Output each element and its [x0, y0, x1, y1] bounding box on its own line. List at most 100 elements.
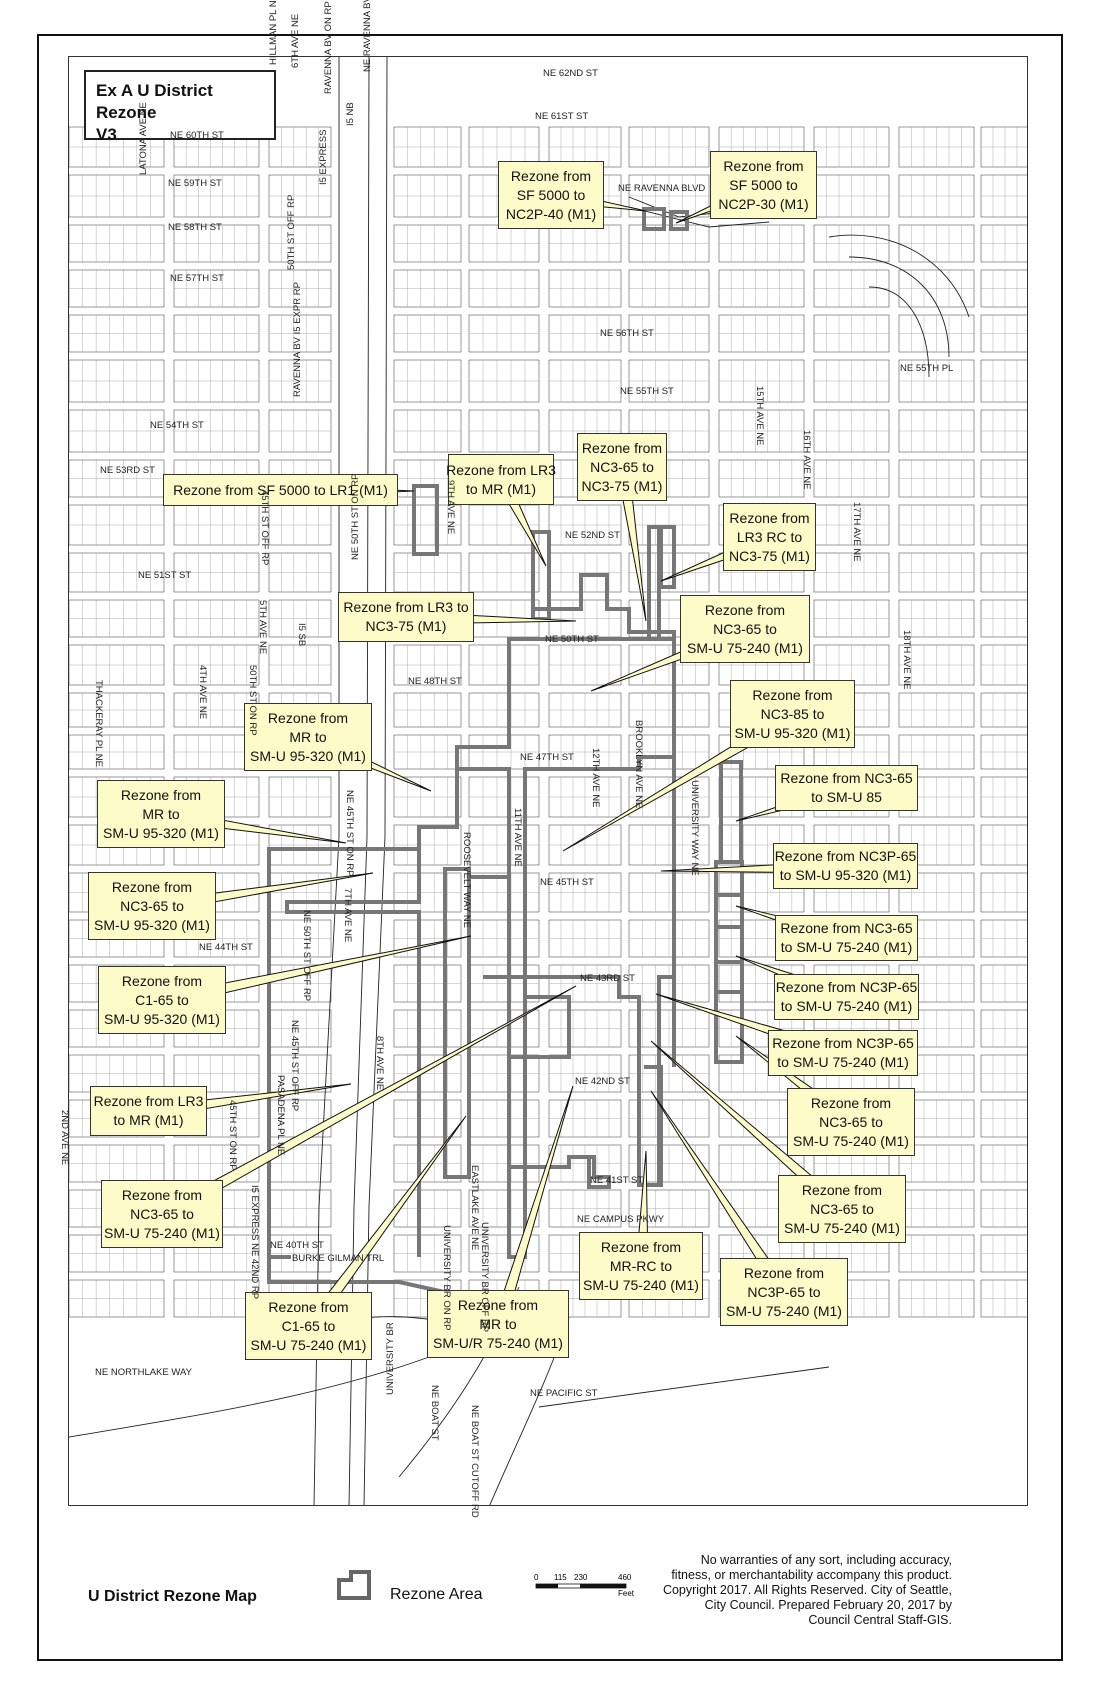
- street-label: NE 42ND ST: [575, 1076, 630, 1087]
- street-label: UNIVERSITY BR: [385, 1322, 396, 1395]
- street-label: 18TH AVE NE: [901, 630, 912, 690]
- callout-text-line: Rezone from: [120, 786, 202, 803]
- street-label: 11TH AVE NE: [512, 808, 523, 867]
- street-label: NE 61ST ST: [535, 111, 589, 122]
- callout-text-line: Rezone from: [600, 1238, 682, 1255]
- callout-text-line: NC3-65 to: [810, 1200, 874, 1217]
- street-label: BURKE GILMAN TRL: [292, 1253, 385, 1264]
- callout-text-line: MR to: [289, 728, 327, 745]
- callout-text-line: Rezone from: [510, 167, 592, 184]
- street-label: 4TH AVE NE: [197, 665, 208, 720]
- street-label: NE 48TH ST: [408, 676, 462, 687]
- curved-street-ne-a: [828, 234, 970, 318]
- street-label: NE PACIFIC ST: [530, 1388, 598, 1399]
- callout-text-line: Rezone from: [743, 1264, 825, 1281]
- street-label: NE BOAT ST CUTOFF RD: [469, 1405, 480, 1518]
- curved-street-ne-b: [848, 256, 950, 358]
- street-label: THACKERAY PL NE: [93, 680, 104, 767]
- callout-text-line: to MR (M1): [113, 1112, 184, 1128]
- rezone-south-edge: [267, 1257, 468, 1299]
- street-label: 8TH AVE NE: [374, 1036, 385, 1091]
- rezone-nc375: [647, 525, 661, 641]
- callout-text-line: Rezone from: [111, 878, 193, 895]
- street-label: 6TH AVE NE: [290, 13, 301, 68]
- callout-text-line: Rezone from: [268, 1298, 349, 1315]
- legend-label: Rezone Area: [390, 1586, 483, 1603]
- callout-text-line: Rezone from: [752, 686, 833, 703]
- callout-text-line: NC3-65 to: [819, 1113, 883, 1130]
- street-label: 15TH AVE NE: [754, 386, 765, 446]
- street-label: LATONA AVE NE: [138, 102, 149, 175]
- pacific-st: [538, 1366, 830, 1408]
- callout-text-line: SM-U 75-240 (M1): [583, 1276, 699, 1293]
- callout-text-line: SM-U/R 75-240 (M1): [433, 1334, 563, 1351]
- street-label: I5 NB: [345, 102, 356, 126]
- street-label: NE 53RD ST: [100, 465, 155, 476]
- street-label: NE 54TH ST: [150, 420, 204, 431]
- callout-text-line: Rezone from: [801, 1181, 883, 1198]
- callout-text-line: SM-U 95-320 (M1): [103, 824, 219, 841]
- street-label: 5TH AVE NE: [257, 600, 268, 655]
- callout-text-line: Rezone from LR3: [446, 461, 556, 478]
- scale-bar: 0 115 230 460 Feet: [532, 1570, 642, 1609]
- callout-text-line: Rezone from: [267, 709, 349, 726]
- callout-text-line: NC2P-30 (M1): [718, 195, 809, 212]
- street-label: 50TH ST ON RP: [247, 665, 258, 736]
- street-label: NE 40TH ST: [270, 1240, 324, 1251]
- callout-text-line: MR-RC to: [609, 1257, 673, 1274]
- street-label: RAVENNA BV ON RP: [323, 1, 334, 94]
- footer-title: U District Rezone Map: [88, 1588, 257, 1605]
- street-label: NE 47TH ST: [520, 752, 574, 763]
- callout-text-line: LR3 RC to: [736, 528, 803, 545]
- street-label: NE RAVENNA BV OFF RP: [362, 0, 373, 72]
- rezone-west-strip: [443, 867, 471, 1179]
- callout-text-line: to SM-U 95-320 (M1): [779, 867, 912, 883]
- street-label: NE 52ND ST: [565, 530, 620, 541]
- callout-text-line: Rezone from: [121, 1186, 203, 1203]
- street-label: NE 45TH ST OFF RP: [289, 1020, 300, 1112]
- callout-text-line: MR to: [142, 805, 180, 822]
- rezone-univ-dividers: [716, 893, 742, 994]
- scale-tick-3: 460: [618, 1573, 632, 1582]
- map-frame: [37, 34, 1063, 1661]
- rezone-brooklyn-south: [644, 1065, 663, 1187]
- callout-text-line: SM-U 75-240 (M1): [104, 1224, 220, 1241]
- disclaimer-line: Council Central Staff-GIS.: [808, 1613, 952, 1627]
- street-label: 50TH ST OFF RP: [286, 194, 297, 270]
- street-label: NE 45TH ST ON RP: [344, 790, 355, 877]
- street-label: NE 62ND ST: [543, 68, 598, 79]
- i5-line-b: [348, 57, 370, 1505]
- callout-text-line: SF 5000 to: [729, 176, 798, 193]
- rezone-roosevelt: [469, 875, 511, 907]
- callout-text-line: C1-65 to: [135, 991, 189, 1008]
- street-label: NE CAMPUS PKWY: [577, 1214, 665, 1225]
- callout-text-line: NC3-75 (M1): [729, 547, 810, 564]
- callout-text-line: SM-U 75-240 (M1): [793, 1132, 909, 1149]
- callout-text-line: Rezone from SF 5000 to LR1 (M1): [173, 481, 388, 498]
- street-label: NE 50TH ST OFF RP: [301, 910, 312, 1002]
- curved-street-ne-c: [868, 286, 930, 378]
- callout-text-line: SF 5000 to: [516, 186, 586, 203]
- street-label: NE 57TH ST: [170, 273, 224, 284]
- callout-text-line: to SM-U 75-240 (M1): [780, 939, 913, 955]
- street-label: NE 45TH ST: [540, 877, 594, 888]
- street-label: NE 50TH ST: [545, 634, 599, 645]
- scale-unit: Feet: [618, 1589, 635, 1598]
